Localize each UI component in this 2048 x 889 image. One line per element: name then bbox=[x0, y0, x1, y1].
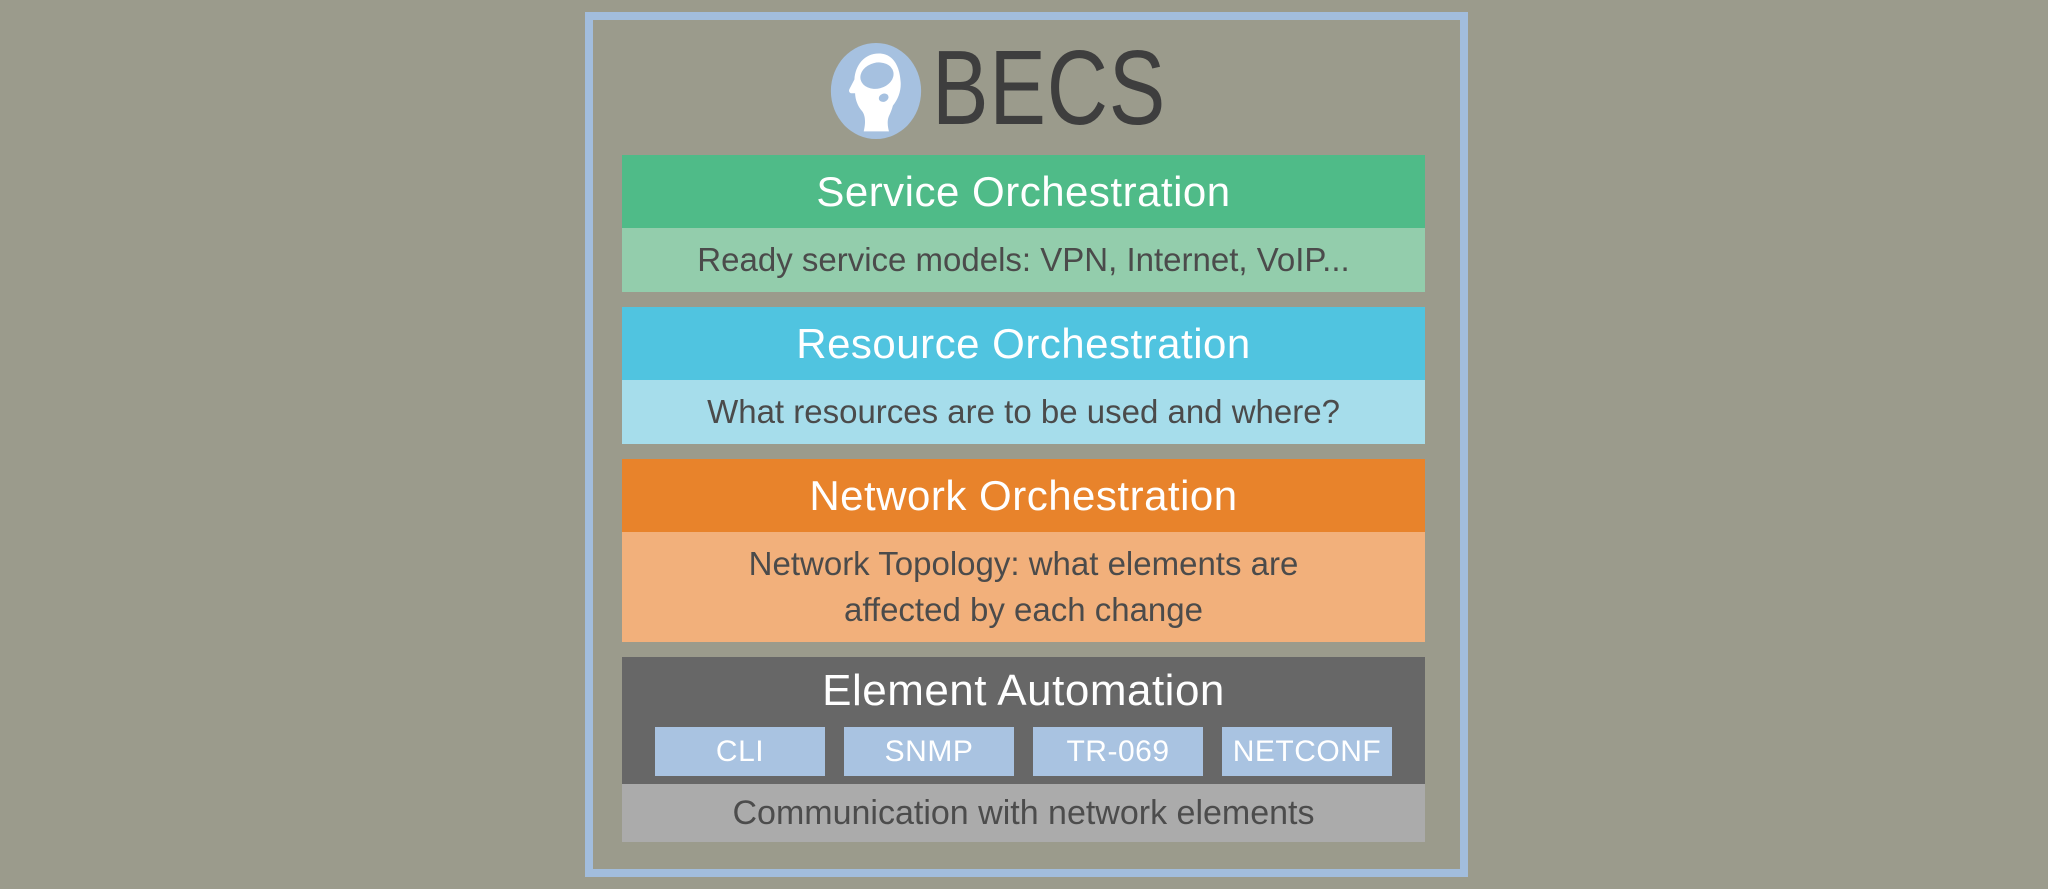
protocol-row: CLI SNMP TR-069 NETCONF bbox=[655, 727, 1392, 777]
resource-orchestration-title: Resource Orchestration bbox=[622, 307, 1425, 380]
network-orchestration-title: Network Orchestration bbox=[622, 459, 1425, 532]
element-automation-subtitle: Communication with network elements bbox=[622, 784, 1425, 842]
protocol-chip-tr069: TR-069 bbox=[1033, 727, 1203, 777]
brand-title: BECS bbox=[932, 29, 1167, 147]
network-orchestration-subtitle: Network Topology: what elements are affe… bbox=[622, 532, 1425, 642]
protocol-chip-netconf: NETCONF bbox=[1222, 727, 1392, 777]
resource-orchestration-subtitle: What resources are to be used and where? bbox=[622, 380, 1425, 444]
brand-header: BECS bbox=[593, 29, 1460, 147]
layer-service-orchestration: Service Orchestration Ready service mode… bbox=[622, 155, 1425, 292]
network-orchestration-subtitle-text: Network Topology: what elements are affe… bbox=[748, 545, 1299, 628]
resource-orchestration-subtitle-text: What resources are to be used and where? bbox=[707, 393, 1340, 431]
service-orchestration-title: Service Orchestration bbox=[622, 155, 1425, 228]
protocol-chip-snmp: SNMP bbox=[844, 727, 1014, 777]
element-automation-block: Element Automation CLI SNMP TR-069 NETCO… bbox=[622, 657, 1425, 784]
protocol-chip-cli: CLI bbox=[655, 727, 825, 777]
layer-resource-orchestration: Resource Orchestration What resources ar… bbox=[622, 307, 1425, 444]
element-automation-title: Element Automation bbox=[822, 666, 1225, 715]
element-automation-subtitle-text: Communication with network elements bbox=[732, 793, 1315, 832]
service-orchestration-subtitle-text: Ready service models: VPN, Internet, VoI… bbox=[697, 241, 1350, 279]
head-with-brain-icon bbox=[828, 40, 924, 142]
layer-network-orchestration: Network Orchestration Network Topology: … bbox=[622, 459, 1425, 642]
diagram-frame: BECS Service Orchestration Ready service… bbox=[585, 12, 1468, 877]
service-orchestration-subtitle: Ready service models: VPN, Internet, VoI… bbox=[622, 228, 1425, 292]
layer-element-automation: Element Automation CLI SNMP TR-069 NETCO… bbox=[622, 657, 1425, 842]
layer-stack: Service Orchestration Ready service mode… bbox=[622, 155, 1425, 842]
